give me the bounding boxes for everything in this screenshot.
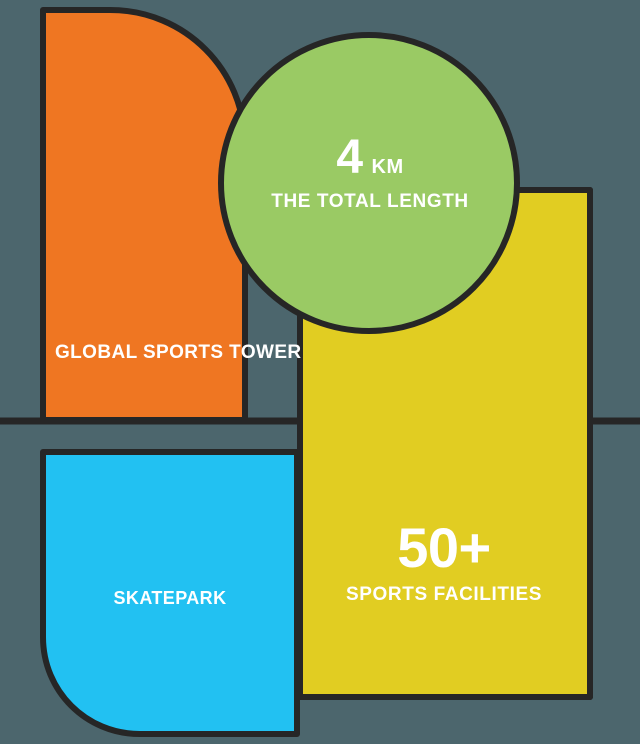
green-circle-shape xyxy=(218,32,520,334)
orange-panel-shape xyxy=(40,7,248,423)
blue-panel-shape xyxy=(40,449,300,737)
